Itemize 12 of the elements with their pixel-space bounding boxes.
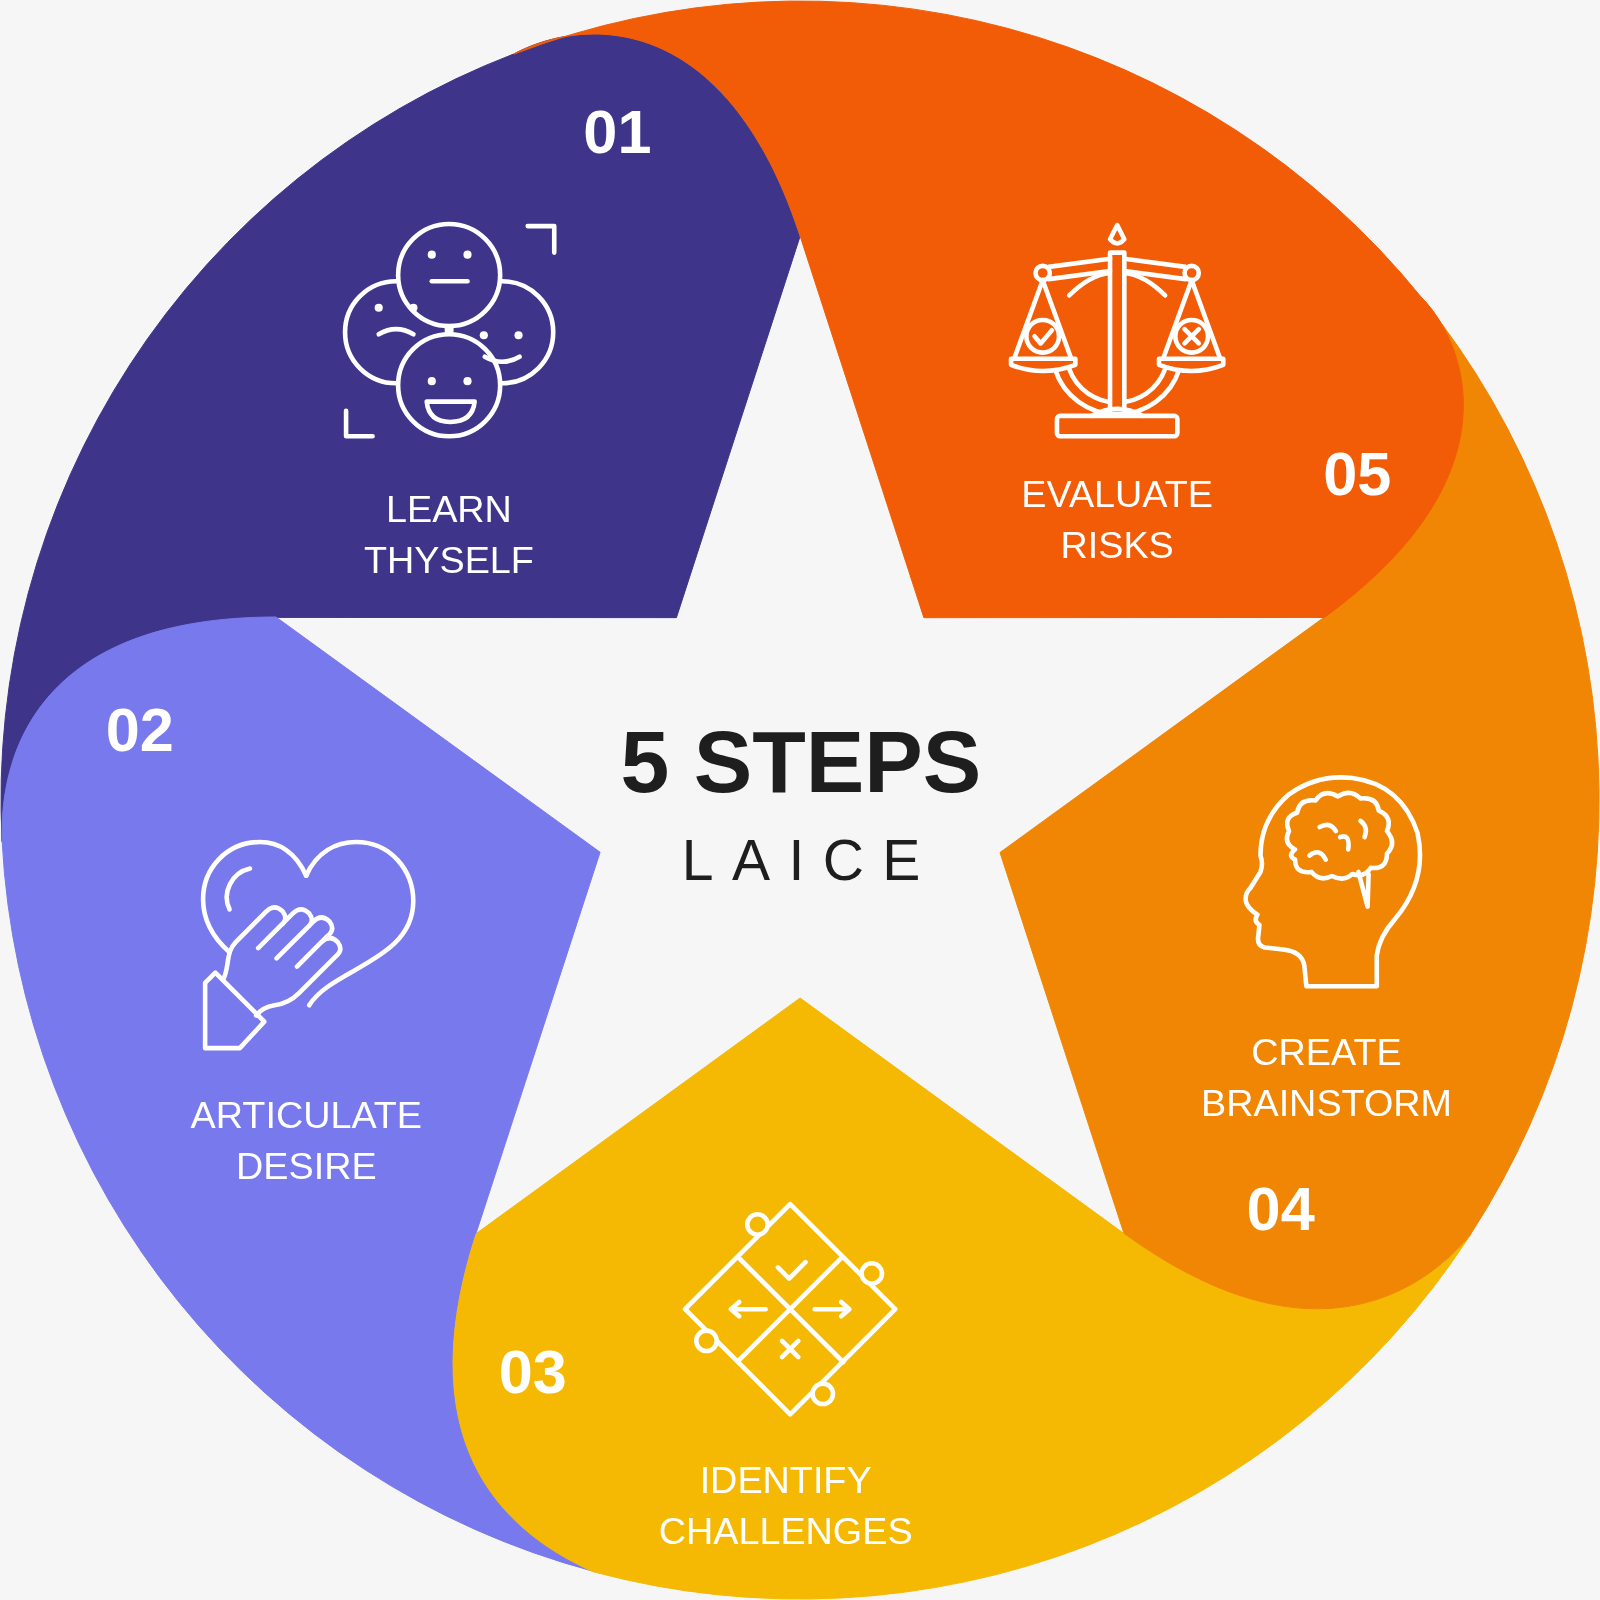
- heading: 5 STEPS: [620, 719, 982, 807]
- step-number: 01: [583, 102, 652, 164]
- step-number: 05: [1323, 443, 1392, 506]
- step-label: ARTICULATE DESIRE: [190, 1092, 423, 1189]
- step-label: LEARN THYSELF: [363, 486, 534, 583]
- step-label: EVALUATE RISKS: [1021, 472, 1213, 569]
- step-label: CREATE BRAINSTORM: [1201, 1029, 1452, 1126]
- step-number: 03: [498, 1341, 567, 1404]
- step-number: 02: [105, 700, 174, 762]
- step-number: 04: [1246, 1178, 1315, 1240]
- step-label: IDENTIFY CHALLENGES: [658, 1458, 913, 1555]
- subheading: LAICE: [680, 831, 939, 889]
